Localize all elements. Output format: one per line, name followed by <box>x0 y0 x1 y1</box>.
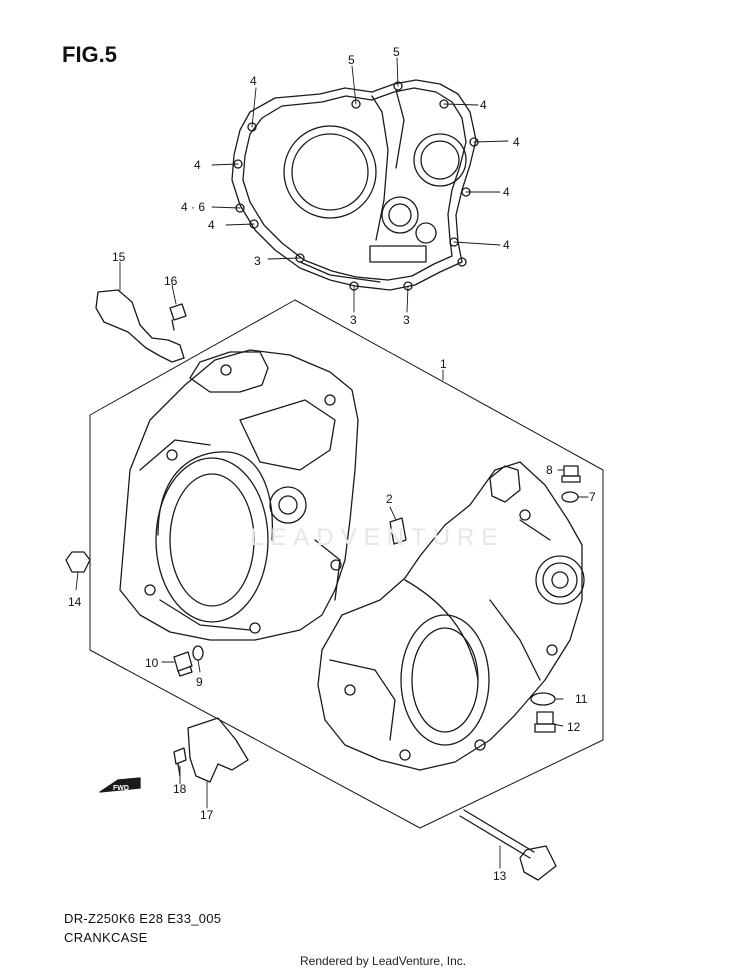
long-bolt-13 <box>459 809 557 881</box>
callout-10: 10 <box>145 656 159 670</box>
callout-numbers: 1 2 3 3 3 4 4 4 4 4 4 4 4 4 · 6 5 5 7 8 … <box>68 45 596 883</box>
callout-3: 3 <box>350 313 357 327</box>
watermark: LEADVENTURE <box>250 524 504 551</box>
model-code: DR-Z250K6 E28 E33_005 <box>64 911 222 926</box>
callout-5: 5 <box>393 45 400 59</box>
washer-9 <box>192 645 204 661</box>
left-crankcase-half <box>119 349 359 641</box>
fwd-arrow-icon <box>99 777 141 793</box>
figure-title: FIG.5 <box>62 42 118 67</box>
callout-4: 4 <box>503 185 510 199</box>
leader-lines <box>75 57 589 869</box>
callout-4: 4 <box>208 218 215 232</box>
callout-5: 5 <box>348 53 355 67</box>
callout-3: 3 <box>403 313 410 327</box>
diagram-caption: CRANKCASE <box>64 930 148 945</box>
o-ring-7 <box>561 491 579 503</box>
callout-13: 13 <box>493 869 507 883</box>
nut-14 <box>65 551 91 573</box>
callout-7: 7 <box>589 490 596 504</box>
render-credit: Rendered by LeadVenture, Inc. <box>300 954 467 968</box>
callout-1: 1 <box>440 357 447 371</box>
callout-4: 4 <box>503 238 510 252</box>
bolt-10 <box>173 651 193 677</box>
callout-4: 4 <box>480 98 487 112</box>
assembly-box <box>89 299 604 829</box>
callout-16: 16 <box>164 274 178 288</box>
callout-11: 11 <box>575 692 588 706</box>
bolt-16 <box>169 303 187 331</box>
callout-15: 15 <box>112 250 126 264</box>
crankcase-gasket <box>231 79 479 291</box>
callout-18: 18 <box>173 782 187 796</box>
callout-4-6: 4 · 6 <box>181 200 205 214</box>
callout-17: 17 <box>200 808 214 822</box>
callout-2: 2 <box>386 492 393 506</box>
drain-plug-12 <box>534 711 556 733</box>
callout-9: 9 <box>196 675 203 689</box>
bracket-15 <box>95 289 185 363</box>
fwd-label: FWD <box>113 785 129 792</box>
callout-8: 8 <box>546 463 553 477</box>
gasket-11 <box>530 692 556 706</box>
dowel-pin <box>389 517 407 545</box>
callout-3: 3 <box>254 254 261 268</box>
callout-14: 14 <box>68 595 82 609</box>
callout-4: 4 <box>194 158 201 172</box>
plug-8 <box>561 465 581 483</box>
right-crankcase-half <box>317 461 585 771</box>
callout-12: 12 <box>567 720 581 734</box>
callout-4: 4 <box>250 74 257 88</box>
callout-4: 4 <box>513 135 520 149</box>
guide-17 <box>187 717 249 783</box>
